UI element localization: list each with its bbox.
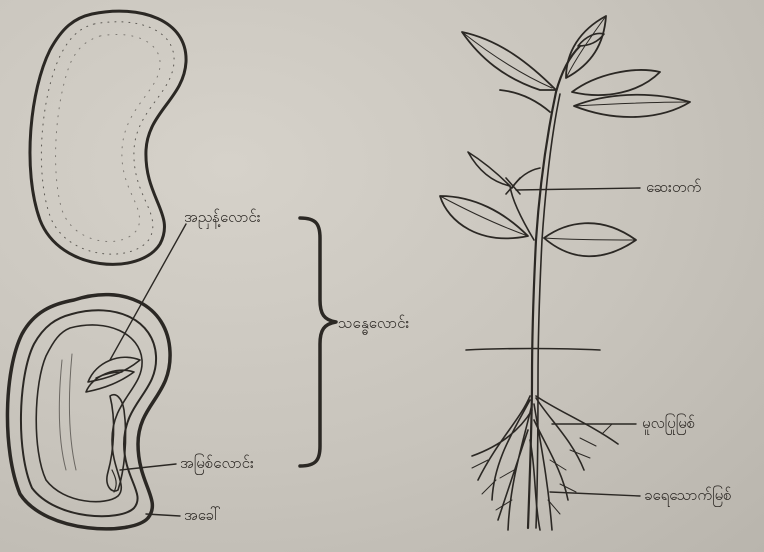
label-seed-coat: အခေါ်: [184, 508, 221, 523]
label-bud: ဆေးတက်: [646, 180, 701, 195]
seed-cross-section: [7, 295, 170, 529]
label-radicle: အမြစ်လောင်း: [180, 456, 254, 471]
curly-brace: [300, 218, 336, 466]
label-plumule: အညှန့်လောင်း: [184, 210, 261, 225]
whole-bean-seed: [30, 11, 186, 264]
label-secondary-root: ခရေသောက်မြစ်: [644, 488, 732, 503]
label-primary-root: မူလပြုမြစ်: [642, 416, 695, 431]
seedling-plant: [440, 16, 690, 530]
plant-leader-lines: [516, 188, 640, 496]
label-cotyledon-group: သန္ဓေလောင်း: [338, 316, 409, 331]
